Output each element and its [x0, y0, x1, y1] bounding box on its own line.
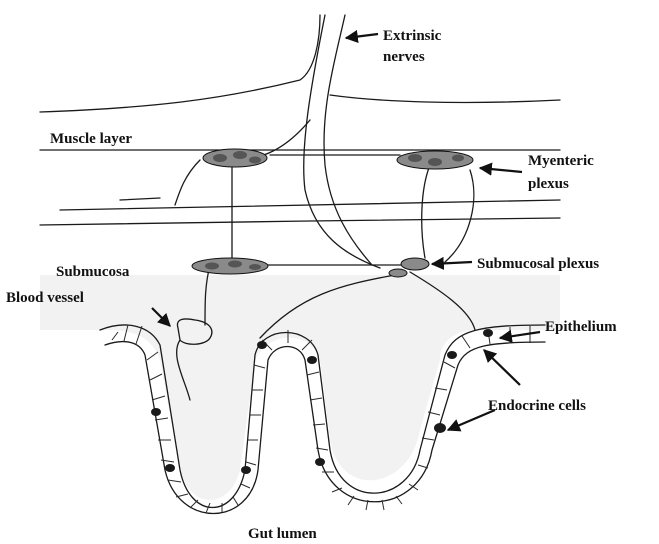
label-extrinsic-nerves-1: Extrinsic: [383, 28, 442, 44]
submucosal-ganglion-left: [192, 258, 268, 274]
label-blood-vessel: Blood vessel: [6, 290, 84, 306]
label-submucosa: Submucosa: [56, 264, 130, 280]
label-gut-lumen: Gut lumen: [248, 526, 317, 542]
myenteric-ganglion-left: [203, 149, 267, 167]
label-epithelium: Epithelium: [545, 319, 617, 335]
label-endocrine-cells: Endocrine cells: [488, 398, 586, 414]
label-submucosal-plexus: Submucosal plexus: [477, 256, 599, 272]
muscle-layer-lines: [40, 15, 560, 225]
submucosal-ganglion-right: [389, 258, 429, 277]
label-extrinsic-nerves-2: nerves: [383, 49, 425, 65]
label-muscle-layer: Muscle layer: [50, 131, 132, 147]
extrinsic-nerve-fibers: [240, 15, 380, 268]
myenteric-ganglion-right: [397, 151, 473, 169]
label-myenteric-plexus-1: Myenteric: [528, 153, 594, 169]
submucosa-shading: [40, 275, 560, 500]
label-myenteric-plexus-2: plexus: [528, 176, 569, 192]
